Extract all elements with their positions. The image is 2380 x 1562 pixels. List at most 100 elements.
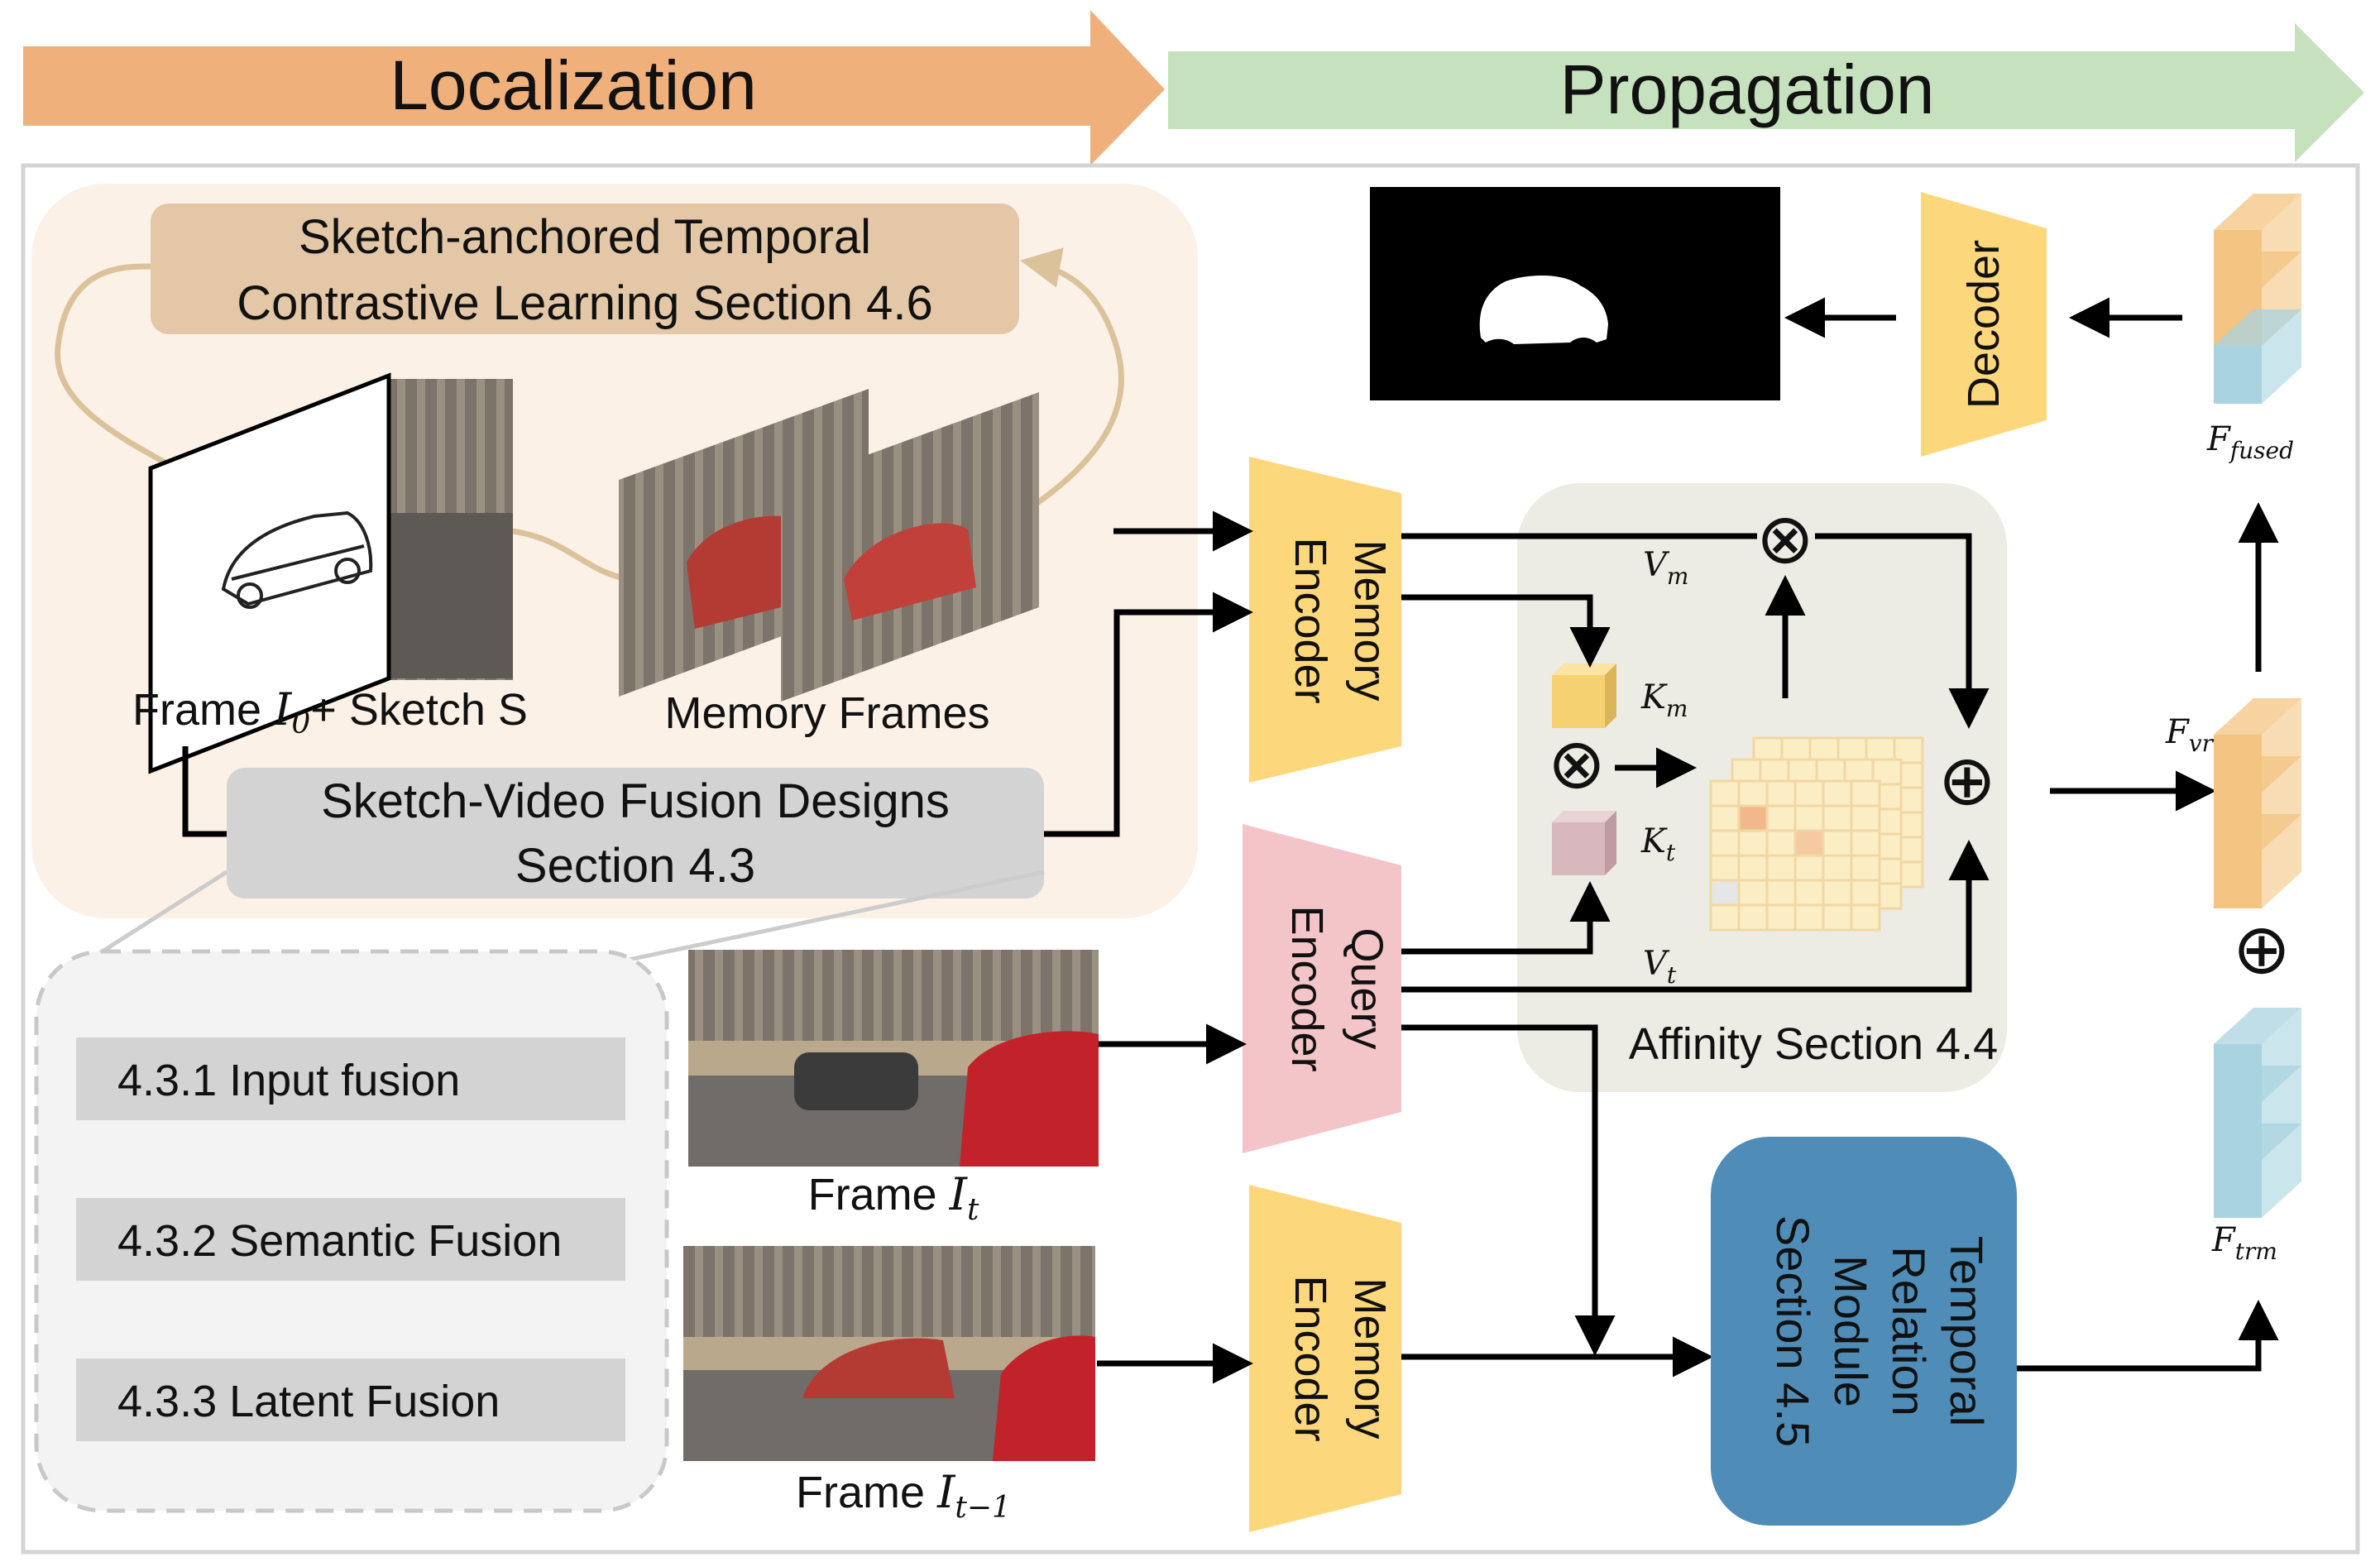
- feature-vr-label: Fvr: [2165, 713, 2215, 757]
- affinity-cell: [1850, 804, 1881, 832]
- affinity-cell: [1737, 779, 1769, 807]
- affinity-cell: [1709, 779, 1741, 807]
- affinity-cell: [1709, 903, 1741, 932]
- fusion-designs-box: [227, 768, 1044, 898]
- affinity-cell: [1737, 879, 1769, 907]
- frame-to-fusion-connector: [182, 746, 227, 837]
- feature-stack-trm: [2214, 1008, 2301, 1218]
- fusion-option-input: [76, 1037, 625, 1120]
- arrow-query-encoder-to-kt: [1401, 881, 1611, 955]
- temporal-relation-module: [1711, 1137, 2017, 1526]
- frame-i0-with-sketch: [148, 372, 513, 774]
- memory-frame-front-mask: [844, 523, 976, 620]
- localization-banner: [23, 10, 1165, 165]
- affinity-cell: [1822, 779, 1853, 807]
- affinity-cell: [1737, 903, 1769, 932]
- affinity-cell: [1793, 879, 1825, 907]
- trm-label: TemporalRelationModuleSection 4.5: [1767, 1215, 1993, 1447]
- affinity-cell: [1850, 779, 1881, 807]
- affinity-cell: [1822, 804, 1853, 832]
- frame-it-1-image: [683, 1246, 1095, 1461]
- decoder-label: Decoder: [1959, 240, 2009, 409]
- arrow-query-encoder-to-trm: [1401, 1024, 1616, 1356]
- affinity-add-symbol: ⊕: [1938, 741, 1996, 819]
- affinity-cell: [1850, 829, 1881, 857]
- affinity-matrix-layer: [1709, 779, 1881, 932]
- feature-add-symbol: ⊕: [2233, 910, 2291, 988]
- affinity-cell: [1793, 854, 1825, 882]
- arrow-memory-encoder-to-km: [1401, 594, 1611, 668]
- sketch-canvas: [148, 372, 391, 774]
- memory-frames-label: Memory Frames: [664, 688, 989, 738]
- affinity-cell: [1793, 903, 1825, 932]
- propagation-title: Propagation: [1559, 50, 1934, 128]
- affinity-cell: [1737, 804, 1769, 832]
- contrastive-learning-box: [151, 204, 1019, 334]
- affinity-cell: [1709, 879, 1741, 907]
- output-mask-car: [1479, 276, 1608, 344]
- feature-cube: [2214, 814, 2301, 908]
- propagation-banner: [1168, 23, 2364, 162]
- feature-trm-label: Ftrm: [2211, 1221, 2277, 1265]
- affinity-cell: [1765, 804, 1797, 832]
- memory-encoder-bottom-label: MemoryEncoder: [1286, 1275, 1395, 1441]
- arrow-multiply-to-add: [1815, 533, 1990, 729]
- affinity-cell: [1765, 829, 1797, 857]
- fusion-option-input-label: 4.3.1 Input fusion: [117, 1056, 460, 1105]
- affinity-cell: [1850, 879, 1881, 907]
- affinity-matrix: [1709, 736, 1924, 932]
- frame-sketch-label: Frame I0+ Sketch S: [132, 683, 528, 740]
- affinity-cell: [1709, 804, 1741, 832]
- car-sketch: [221, 510, 373, 606]
- affinity-cell: [1709, 829, 1741, 857]
- feature-cube: [2214, 1124, 2301, 1218]
- feature-stack-fused: [2214, 194, 2301, 404]
- feature-fused-label: Ffused: [2206, 420, 2294, 464]
- affinity-cell: [1793, 829, 1825, 857]
- affinity-cell: [1765, 779, 1797, 807]
- affinity-cell: [1822, 879, 1853, 907]
- multiply-values-symbol: ⊗: [1756, 500, 1814, 577]
- arrow-trm-to-ftrm: [2017, 1300, 2279, 1372]
- affinity-cell: [1850, 903, 1881, 932]
- memory-encoder-top: [1249, 457, 1401, 783]
- contrastive-learning-line1: Sketch-anchored Temporal: [299, 210, 871, 264]
- multiply-keys-symbol: ⊗: [1548, 725, 1606, 803]
- output-mask: [1370, 187, 1780, 400]
- affinity-cell: [1737, 854, 1769, 882]
- value-memory-label: Vm: [1643, 546, 1688, 590]
- affinity-cell: [1765, 903, 1797, 932]
- fusion-option-latent-label: 4.3.3 Latent Fusion: [117, 1377, 500, 1426]
- frame-it-image: [688, 950, 1099, 1167]
- fusion-option-latent: [76, 1358, 625, 1441]
- key-query-cube: [1552, 811, 1616, 875]
- fusion-designs-line2: Section 4.3: [515, 839, 755, 893]
- frame-it-1-mask: [802, 1338, 955, 1398]
- decoder: [1921, 192, 2047, 457]
- affinity-label: Affinity Section 4.4: [1629, 1019, 1998, 1069]
- affinity-cell: [1793, 779, 1825, 807]
- affinity-cell: [1765, 879, 1797, 907]
- fusion-option-semantic-label: 4.3.2 Semantic Fusion: [117, 1216, 562, 1266]
- memory-encoder-top-label: MemoryEncoder: [1286, 537, 1395, 703]
- key-query-label: Kt: [1640, 822, 1676, 866]
- key-memory-label: Km: [1640, 678, 1688, 722]
- fusion-designs-line1: Sketch-Video Fusion Designs: [321, 774, 950, 828]
- affinity-cell: [1709, 854, 1741, 882]
- memory-encoder-bottom: [1249, 1185, 1401, 1532]
- affinity-cell: [1850, 854, 1881, 882]
- affinity-cell: [1737, 829, 1769, 857]
- localization-title: Localization: [390, 46, 757, 124]
- affinity-cell: [1765, 854, 1797, 882]
- feature-cube: [2214, 309, 2301, 404]
- feature-stack-vr: [2214, 698, 2301, 908]
- affinity-cell: [1822, 854, 1853, 882]
- value-query-label: Vt: [1643, 945, 1677, 989]
- arrow-fusion-to-memory-encoder: [1044, 592, 1253, 837]
- frame-it-1-label: Frame It−1: [796, 1466, 1011, 1525]
- affinity-cell: [1793, 804, 1825, 832]
- query-encoder-label: QueryEncoder: [1282, 905, 1391, 1071]
- memory-frames: [619, 389, 1039, 702]
- key-memory-cube: [1552, 664, 1616, 728]
